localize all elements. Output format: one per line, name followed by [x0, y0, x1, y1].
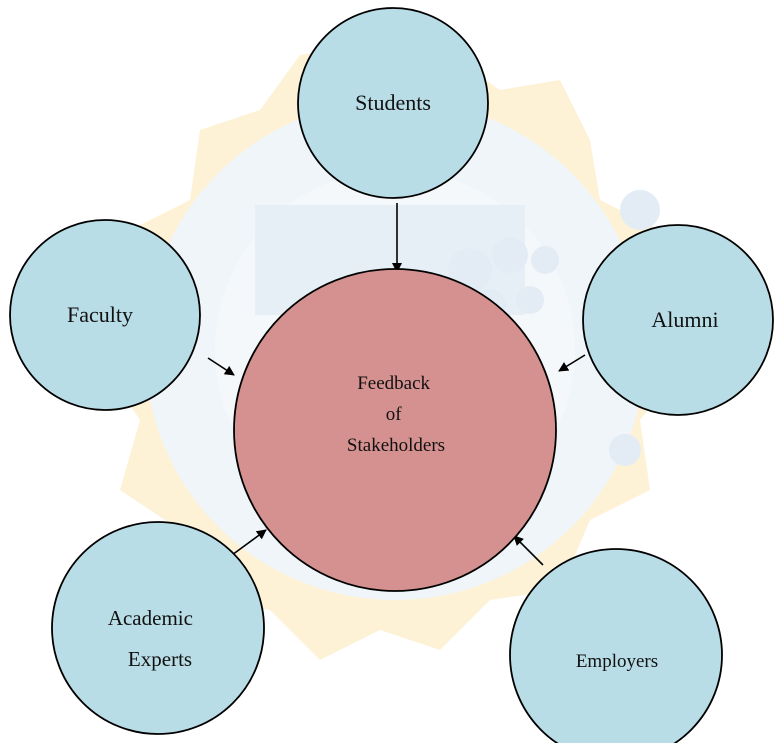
center-node: Feedback of Stakeholders	[233, 268, 557, 592]
arrow-faculty	[207, 357, 235, 376]
academic-experts-label-line-2: Experts	[128, 647, 192, 671]
svg-text:Feedback of St: Feedback of Stakeholders	[347, 373, 445, 456]
alumni-label: Alumni	[651, 307, 718, 332]
faculty-label: Faculty	[67, 302, 133, 327]
arrow-alumni	[558, 354, 586, 372]
stakeholder-node-faculty: Faculty	[9, 219, 201, 411]
employers-label: Employers	[576, 651, 658, 672]
center-label-line-1: Feedback	[357, 373, 430, 394]
stakeholder-node-students: Students	[297, 7, 489, 199]
arrow-employers	[513, 535, 544, 566]
center-label-line-2: of	[386, 404, 403, 425]
students-circle	[297, 7, 489, 199]
stakeholder-node-employers: Employers	[509, 548, 723, 743]
alumni-circle	[582, 224, 774, 416]
stakeholder-node-academic-experts: Academic Experts	[51, 521, 265, 735]
arrows	[207, 203, 586, 566]
faculty-circle	[9, 219, 201, 411]
center-label-line-3: Stakeholders	[347, 435, 445, 456]
academic-experts-circle	[51, 521, 265, 735]
svg-text:Academic Experts: Academic Experts	[108, 606, 198, 671]
academic-experts-label-line-1: Academic	[108, 606, 193, 630]
center-node-circle	[233, 268, 557, 592]
employers-circle	[509, 548, 723, 743]
students-label: Students	[355, 90, 431, 115]
stakeholder-node-alumni: Alumni	[582, 224, 774, 416]
arrow-academic-experts	[231, 529, 267, 556]
